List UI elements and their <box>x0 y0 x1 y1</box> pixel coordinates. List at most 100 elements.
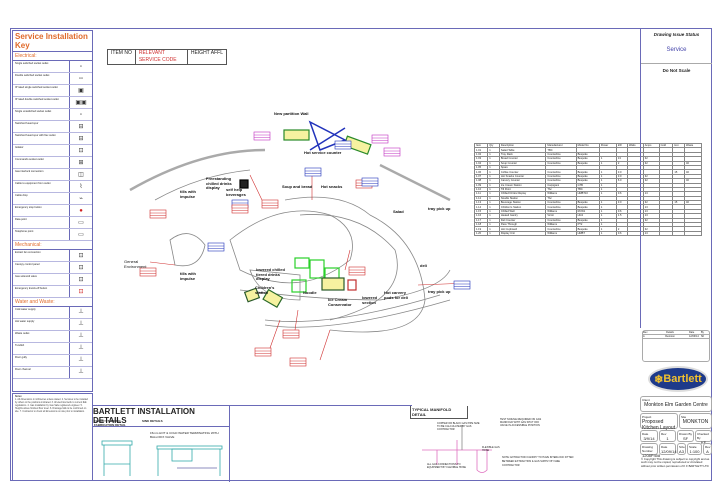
key-item-label: Canopy control panel <box>13 262 70 273</box>
key-item: Switched fused spur with flex outlet⊟ <box>13 133 92 145</box>
service-tag <box>149 209 167 219</box>
manifold-title: TYPICAL MANIFOLD DETAIL <box>410 406 468 419</box>
label-tills-2: tills with impulse <box>180 271 196 281</box>
size: A3 <box>679 449 684 454</box>
key-section-title: Water and Waste: <box>13 298 92 307</box>
rev-c: Revision <box>665 335 675 338</box>
logo-text: Bartlett <box>663 373 702 385</box>
key-section-title: Electrical: <box>13 52 92 61</box>
key-section-title: Mechanical: <box>13 241 92 250</box>
key-item-label: Floor channel <box>13 367 70 378</box>
manifold-note-2: TEST NOZZLE REQUIRED ON GAS MANIFOLD WIT… <box>500 418 542 427</box>
label-deli: deli <box>420 263 427 268</box>
key-symbol-icon: ⊡ <box>78 148 84 154</box>
date-label: Date <box>642 432 649 436</box>
label-noodle: Noodle <box>303 290 317 295</box>
sink-note: 15mm HOT & COLD WATER TERMINATING WITH B… <box>150 431 219 439</box>
key-item-label: Cable to equipment from outlet <box>13 181 70 192</box>
key-item: Switched fused spur⊟ <box>13 121 92 133</box>
key-item-label: Cable drop <box>13 193 70 204</box>
rev-c: 12/09/14 <box>689 335 699 338</box>
key-item: Floor gully ┴ <box>13 355 92 367</box>
key-symbol-icon: ● <box>79 207 83 214</box>
key-symbol-icon: ▫▫ <box>78 75 84 82</box>
rev2-label: Rev <box>705 445 711 449</box>
key-item: Floor channel ┴ <box>13 367 92 379</box>
key-item: Canopy control panel ⊡ <box>13 262 92 274</box>
drawn-label: Drawn By <box>679 432 693 436</box>
key-item-label: Isolator <box>13 145 70 156</box>
key-item-label: IP rated single switched socket outlet <box>13 85 70 96</box>
key-item: Single unswitched socket outlet▫ <box>13 109 92 121</box>
date: 3/9/14 <box>643 436 655 441</box>
manifold-note-1: COPPER OR BLACK GAS PIPE SIZE TO BE CALC… <box>437 422 480 431</box>
service-tag <box>207 242 225 252</box>
legend-tag: ITEM NO RELEVANT SERVICE CODE HEIGHT AFF… <box>107 49 227 65</box>
service-tag <box>139 267 157 277</box>
manifold-note-5: FLEXIBLE GAS HOSE <box>482 446 500 452</box>
key-item-label: Switched fused spur <box>13 121 70 132</box>
rev-label: Rev <box>661 432 667 436</box>
schedule-cell: 0.6 <box>615 230 629 237</box>
key-symbol-icon: ⊞ <box>78 160 84 166</box>
key-item: IP rated single switched socket outlet▣ <box>13 85 92 97</box>
key-symbol-icon: ┴ <box>78 357 84 364</box>
date2-label: Date <box>661 445 668 449</box>
key-symbol-icon: ◫ <box>78 172 84 178</box>
scale: 1:100 <box>689 449 700 454</box>
key-item: Telephone point▭ <box>13 229 92 241</box>
label-carvery-pods: Hot carvery pods for deli <box>384 290 408 300</box>
bartlett-logo: ❄Bartlett <box>648 366 708 392</box>
key-item-label: Cold water supply <box>13 307 70 318</box>
key-symbol-icon: ▣▣ <box>75 100 87 106</box>
label-self-help-beverages: self help beverages <box>226 187 246 197</box>
label-chilled-display: Freestanding chilled drinks display <box>206 176 232 190</box>
legend-height: HEIGHT AFFL <box>190 50 223 56</box>
sink-detail-label: SINK DETAILS <box>142 419 163 423</box>
key-item: Gas solenoid valve ⊡ <box>13 274 92 286</box>
client-label: Client <box>642 398 650 402</box>
schedule-cell <box>658 230 674 237</box>
label-general: General Environment <box>124 259 147 269</box>
schedule-cell: Display Unit <box>498 230 547 237</box>
label-new-partition-wall: New partition Wall <box>274 111 309 116</box>
key-symbol-icon: ▫ <box>79 63 83 70</box>
key-item: Gas interlock connection ◫ <box>13 169 92 181</box>
service-tag <box>253 131 271 141</box>
key-item-label: Data point <box>13 217 70 228</box>
key-item-label: Gas interlock connection <box>13 169 70 180</box>
installation-details: BARTLETT INSTALLATION DETAILS FLOOR STAN… <box>92 405 574 482</box>
service-tag <box>289 357 307 367</box>
service-tag <box>304 167 322 177</box>
site: MONKTON <box>682 419 709 425</box>
project: Proposed Kitchen Layout <box>642 419 676 431</box>
legend-item: ITEM NO <box>108 50 136 64</box>
key-item-label: Floor gully <box>13 355 70 366</box>
manifold-sketch <box>422 425 492 473</box>
label-ice-cream: Ice Cream Conservator <box>328 297 352 307</box>
manifold-note-4: ALL GAS CONNECTIONS TO EQUIPMENT BY FLEX… <box>427 463 466 469</box>
key-item-label: Switched fused spur with flex outlet <box>13 133 70 144</box>
label-tills-1: tills with impulse <box>180 189 196 199</box>
key-item-label: Gas solenoid valve <box>13 274 70 285</box>
key-item: Cold water supply ┴ <box>13 307 92 319</box>
key-symbol-icon: ⊡ <box>78 265 84 271</box>
key-symbol-icon: ┴ <box>78 345 84 352</box>
schedule-cell: 13 <box>642 230 660 237</box>
service-tag <box>371 134 389 144</box>
key-symbol-icon: ⊡ <box>78 277 84 283</box>
key-item: Data point▭ <box>13 217 92 229</box>
key-symbol-icon: ┴ <box>78 369 84 376</box>
rev-h: Details <box>666 331 674 334</box>
key-symbol-icon: ┴ <box>78 309 84 316</box>
key-item: Isolator ⊡ <box>13 145 92 157</box>
key-symbol-icon: ⊡ <box>78 253 84 259</box>
